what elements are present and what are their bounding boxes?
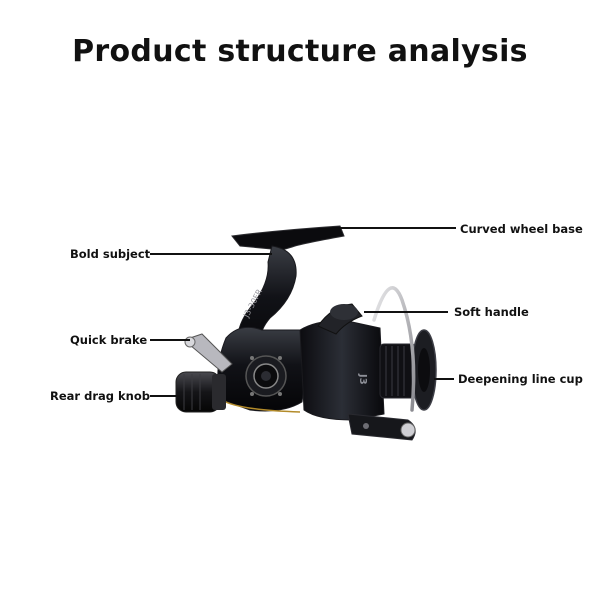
label-bold-subject: Bold subject [70,247,151,261]
leader-lines [150,227,456,397]
label-soft-handle: Soft handle [454,305,529,319]
soft-handle [317,303,363,335]
spool-text: J3 [357,373,368,385]
bail-arm [347,413,416,441]
reel-body [217,326,309,413]
label-deepening-line-cup: Deepening line cup [458,372,583,386]
diagram-title: Product structure analysis [72,34,528,69]
rear-drag-knob [175,371,226,413]
reel-foot [231,225,345,251]
line-spool [379,329,437,411]
label-rear-drag-knob: Rear drag knob [50,389,150,403]
label-quick-brake: Quick brake [70,333,148,347]
label-curved-wheel-base: Curved wheel base [460,222,583,236]
reel-rotor: J3 [299,320,385,421]
